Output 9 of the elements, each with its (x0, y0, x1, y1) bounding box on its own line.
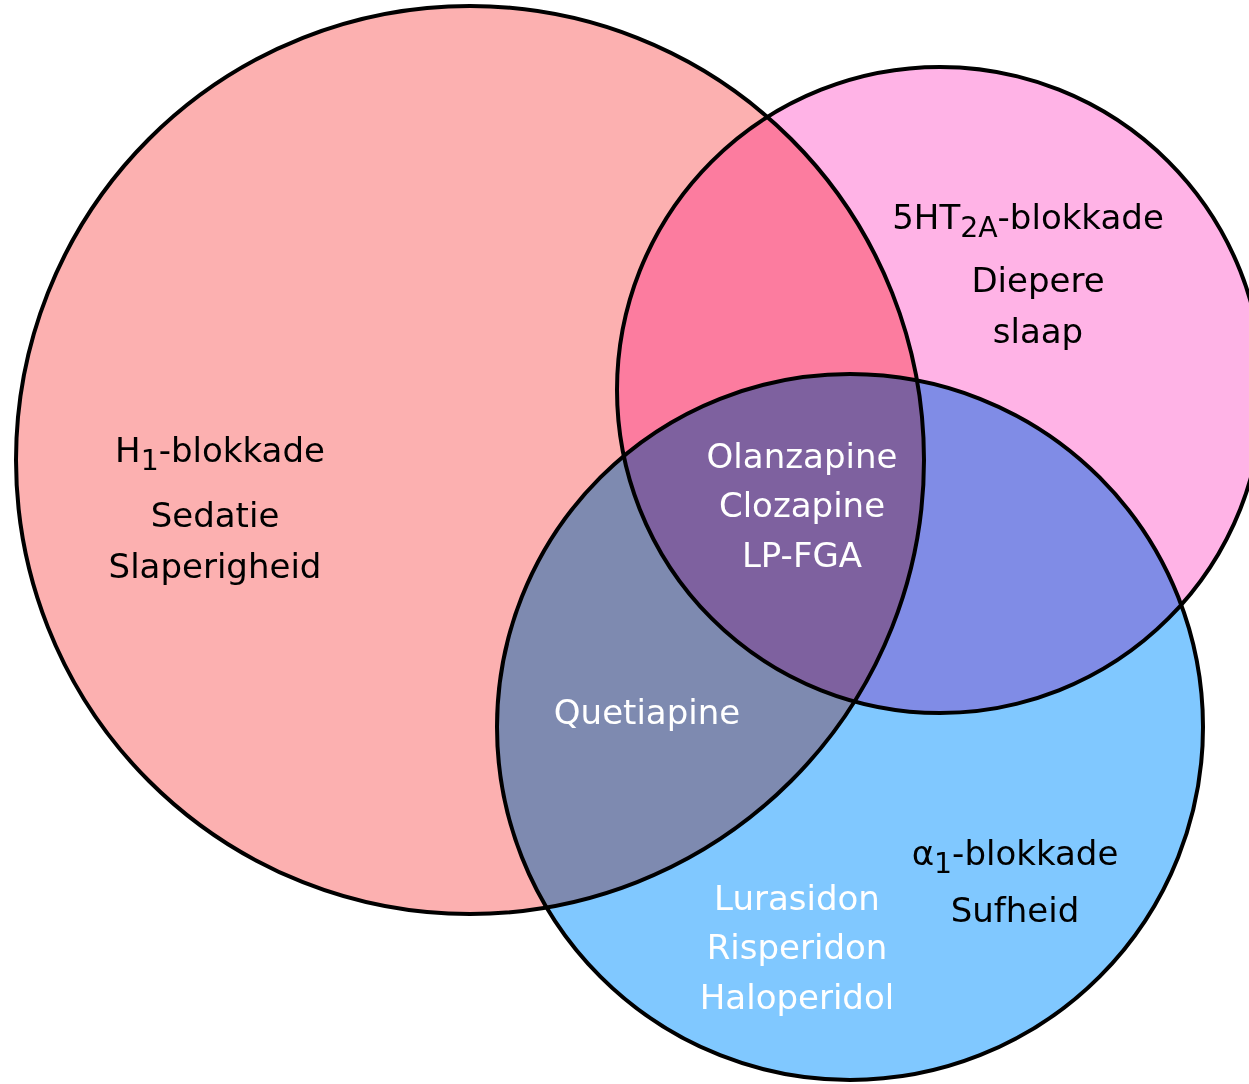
drug-list: Olanzapine Clozapine LP-FGA (706, 432, 898, 580)
effect-text: Sufheid (950, 889, 1080, 932)
drug-list: Lurasidon Risperidon Haloperidol (699, 874, 895, 1022)
receptor-heading: 5HT$_{2A}$-blokkade (892, 196, 1164, 246)
effect-text: Diepere slaap (971, 259, 1105, 353)
receptor-heading: H$_{1}$-blokkade (115, 429, 325, 479)
effect-text: Sedatie Slaperigheid (108, 494, 322, 588)
drug-list: Quetiapine (553, 688, 741, 738)
receptor-heading: α$_{1}$-blokkade (911, 832, 1119, 882)
